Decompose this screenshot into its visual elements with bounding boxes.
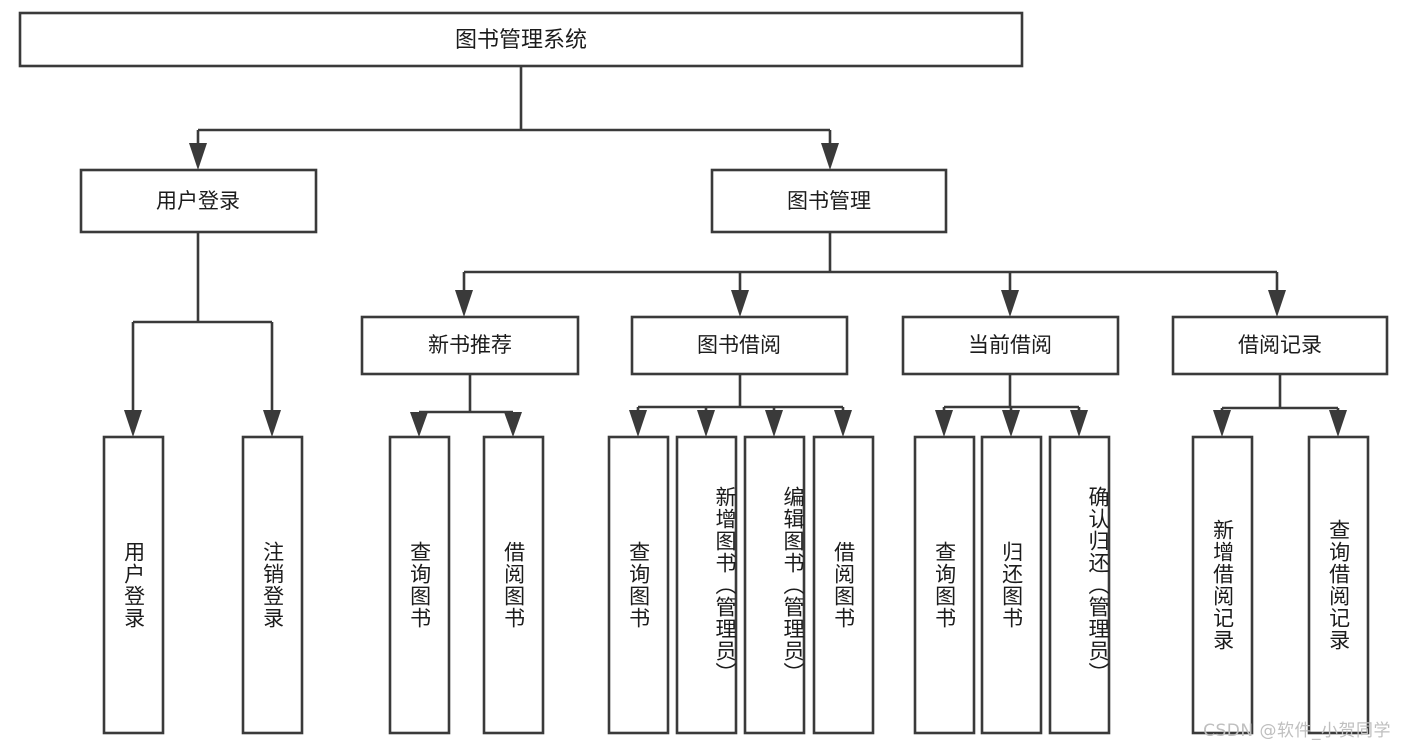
arrow-new-book-leaf-1: [410, 412, 428, 437]
node-user-login-label: 用户登录: [156, 189, 240, 213]
leaf-boxes-new-book: [388, 435, 545, 735]
arrow-current-borrow-leaf-3: [1070, 410, 1088, 437]
leaf-box-user-login-2[interactable]: [241, 435, 304, 735]
leaf-boxes-book-borrow: [607, 435, 875, 735]
arrow-root-to-book-mgmt: [821, 143, 839, 170]
arrow-current-borrow-leaf-2: [1002, 410, 1020, 437]
node-borrow-record[interactable]: 借阅记录: [1171, 315, 1389, 376]
node-book-borrow[interactable]: 图书借阅: [630, 315, 849, 376]
leaf-boxes-current-borrow: [913, 435, 1111, 735]
leaf-boxes-user-login: [102, 435, 304, 735]
arrow-book-borrow-leaf-4: [834, 410, 852, 437]
node-user-login[interactable]: 用户登录: [79, 168, 318, 234]
arrow-user-login-leaf-2: [263, 410, 281, 437]
leaf-box-book-borrow-4[interactable]: [812, 435, 875, 735]
arrow-book-mgmt-to-current-borrow: [1001, 290, 1019, 317]
node-book-borrow-box[interactable]: [630, 315, 849, 376]
arrow-current-borrow-leaf-1: [935, 410, 953, 437]
node-new-book-recommend-box[interactable]: [360, 315, 580, 376]
node-current-borrow-label: 当前借阅: [968, 333, 1052, 357]
arrow-new-book-leaf-2: [504, 412, 522, 437]
connector-group-book-borrow: [629, 374, 852, 437]
csdn-watermark: CSDN @软件_小贺同学: [1203, 721, 1391, 741]
connector-group-book-mgmt: [455, 232, 1286, 317]
node-new-book-recommend-label: 新书推荐: [428, 333, 512, 357]
arrow-root-to-user-login: [189, 143, 207, 170]
leaf-box-user-login-1[interactable]: [102, 435, 165, 735]
arrow-borrow-record-leaf-1: [1213, 410, 1231, 437]
connector-group-user-login: [124, 232, 281, 437]
node-root-label: 图书管理系统: [455, 28, 587, 53]
leaf-box-new-book-2[interactable]: [482, 435, 545, 735]
arrow-book-mgmt-to-new-book: [455, 290, 473, 317]
leaf-box-new-book-1[interactable]: [388, 435, 451, 735]
node-root[interactable]: 图书管理系统: [18, 11, 1024, 68]
connector-group-current-borrow: [935, 374, 1088, 437]
connector-group-root: [189, 66, 839, 170]
leaf-box-current-borrow-1[interactable]: [913, 435, 976, 735]
node-current-borrow-box[interactable]: [901, 315, 1120, 376]
connector-group-borrow-record: [1213, 374, 1347, 437]
node-current-borrow[interactable]: 当前借阅: [901, 315, 1120, 376]
node-user-login-box[interactable]: [79, 168, 318, 234]
leaf-boxes-borrow-record: [1191, 435, 1370, 735]
node-borrow-record-label: 借阅记录: [1238, 333, 1322, 357]
leaf-box-borrow-record-2[interactable]: [1307, 435, 1370, 735]
node-root-box[interactable]: [18, 11, 1024, 68]
leaf-box-current-borrow-3[interactable]: [1048, 435, 1111, 735]
arrow-book-mgmt-to-borrow-record: [1268, 290, 1286, 317]
leaf-box-book-borrow-3[interactable]: [743, 435, 806, 735]
node-book-borrow-label: 图书借阅: [697, 333, 781, 357]
arrow-book-mgmt-to-book-borrow: [731, 290, 749, 317]
arrow-book-borrow-leaf-2: [697, 410, 715, 437]
connector-group-new-book: [410, 374, 522, 437]
leaf-box-book-borrow-1[interactable]: [607, 435, 670, 735]
leaf-box-current-borrow-2[interactable]: [980, 435, 1043, 735]
arrow-borrow-record-leaf-2: [1329, 410, 1347, 437]
arrow-user-login-leaf-1: [124, 410, 142, 437]
node-borrow-record-box[interactable]: [1171, 315, 1389, 376]
arrow-book-borrow-leaf-1: [629, 410, 647, 437]
node-book-management-label: 图书管理: [787, 189, 871, 213]
node-book-management-box[interactable]: [710, 168, 948, 234]
leaf-box-book-borrow-2[interactable]: [675, 435, 738, 735]
node-book-management[interactable]: 图书管理: [710, 168, 948, 234]
arrow-book-borrow-leaf-3: [765, 410, 783, 437]
node-new-book-recommend[interactable]: 新书推荐: [360, 315, 580, 376]
leaf-box-borrow-record-1[interactable]: [1191, 435, 1254, 735]
